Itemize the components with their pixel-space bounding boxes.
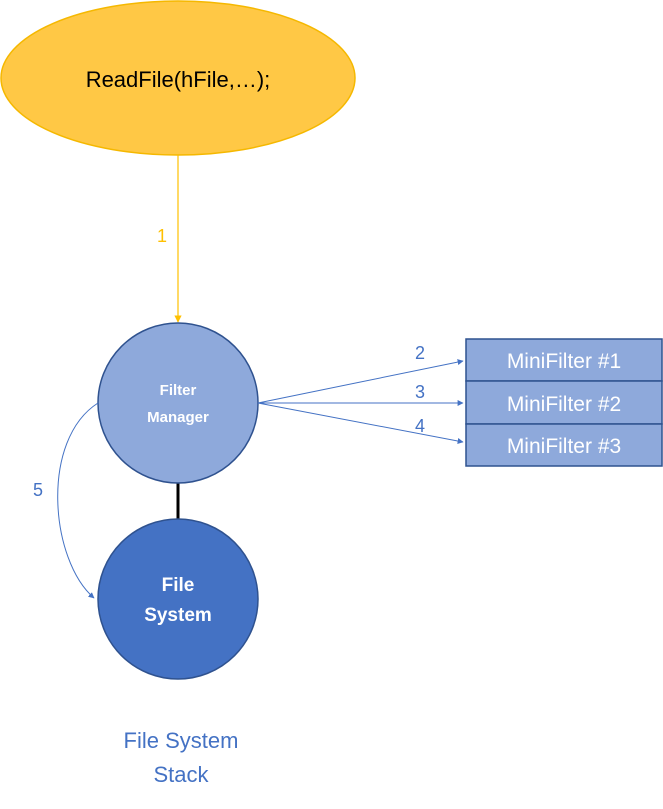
file-system-label-line1: File bbox=[162, 575, 195, 596]
step-3-label: 3 bbox=[415, 382, 425, 402]
arrow-4 bbox=[257, 402, 464, 444]
filter-manager-node bbox=[97, 322, 259, 484]
filter-manager-label-line1: Filter bbox=[160, 382, 197, 399]
minifilter-label-1: MiniFilter #1 bbox=[507, 350, 621, 373]
step-1-label: 1 bbox=[157, 226, 167, 246]
step-2-label: 2 bbox=[415, 343, 425, 363]
minifilter-box-3 bbox=[465, 423, 663, 467]
minifilter-box-1 bbox=[465, 338, 663, 382]
arrow-2 bbox=[257, 359, 464, 404]
minifilter-label-3: MiniFilter #3 bbox=[507, 435, 621, 458]
step-4-label: 4 bbox=[415, 416, 425, 436]
file-system-node bbox=[97, 518, 259, 680]
caption-line2: Stack bbox=[153, 762, 209, 787]
minifilter-label-2: MiniFilter #2 bbox=[507, 393, 621, 416]
arrow-5 bbox=[57, 402, 99, 599]
caption-line1: File System bbox=[124, 728, 239, 753]
file-system-label-line2: System bbox=[144, 605, 212, 626]
readfile-call-text: ReadFile(hFile,…); bbox=[86, 67, 271, 92]
step-5-label: 5 bbox=[33, 480, 43, 500]
filter-manager-label-line2: Manager bbox=[147, 409, 209, 426]
